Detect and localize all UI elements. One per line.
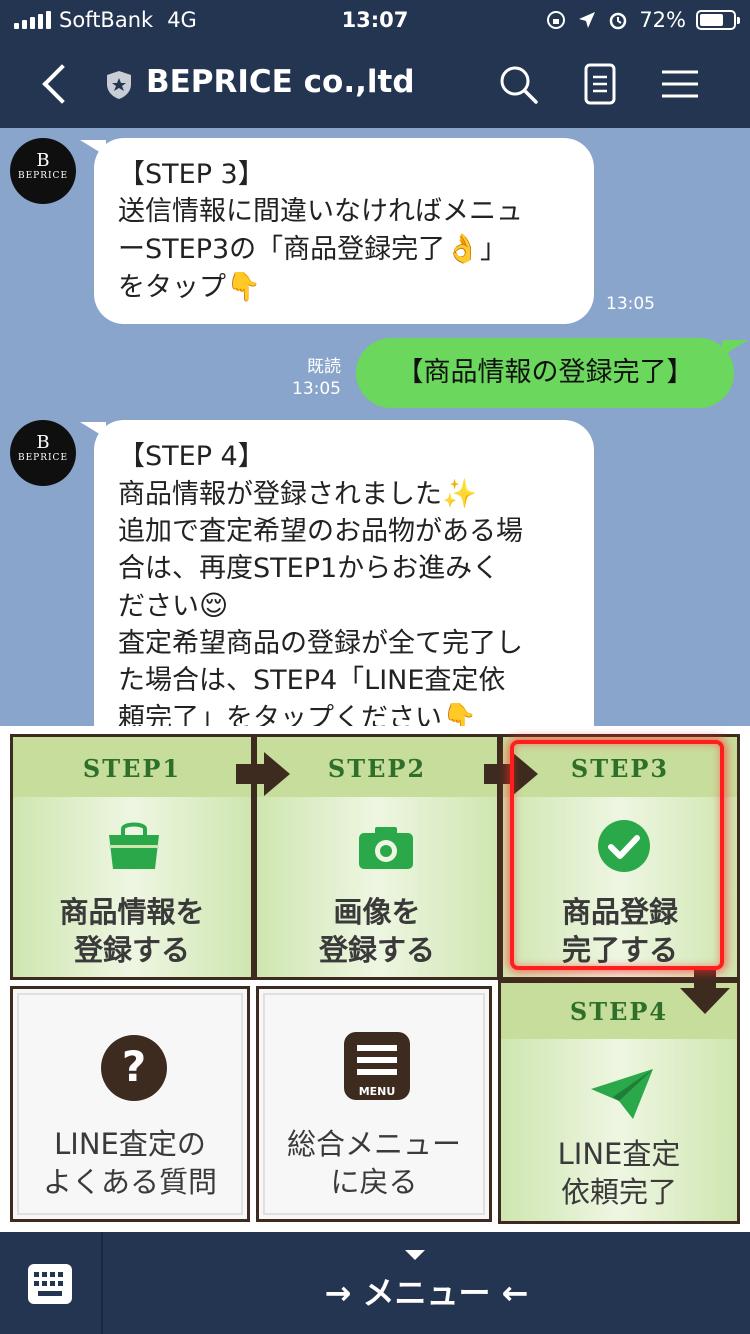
menu-icon	[344, 1032, 410, 1100]
line-appraisal-faq-button[interactable]: ? LINE査定の よくある質問	[10, 986, 250, 1222]
search-icon[interactable]	[496, 62, 540, 106]
camera-icon	[359, 827, 413, 869]
read-receipt: 既読 13:05	[292, 357, 341, 399]
point-down-emoji: 👇	[442, 701, 477, 726]
rich-menu: STEP1 商品情報を 登録する STEP2 画像を 登録する STEP3 商品…	[0, 726, 750, 1232]
bottom-bar: → メニュー ←	[0, 1232, 750, 1334]
ok-hand-emoji: 👌	[445, 232, 481, 265]
shield-icon	[107, 71, 131, 99]
sparkles-emoji: ✨	[442, 477, 477, 510]
step4-request-appraisal-button[interactable]: STEP4 LINE査定 依頼完了	[498, 980, 740, 1224]
keyboard-icon[interactable]	[28, 1264, 72, 1304]
menu-badge-label: MENU	[358, 1085, 396, 1098]
message-time: 13:05	[606, 294, 655, 314]
carrier-label: SoftBank	[59, 8, 154, 32]
notes-icon[interactable]	[578, 62, 622, 106]
step3-highlight-frame	[510, 740, 724, 970]
bag-icon	[109, 822, 159, 869]
step3-header: STEP3	[503, 737, 737, 797]
relieved-face-emoji: 😌	[199, 589, 229, 622]
step2-header: STEP2	[257, 737, 497, 797]
hamburger-menu-icon[interactable]	[658, 62, 702, 106]
check-circle-icon	[598, 820, 650, 872]
paper-plane-icon	[591, 1069, 653, 1119]
rich-menu-toggle[interactable]: → メニュー ←	[103, 1232, 750, 1334]
location-icon	[579, 12, 596, 28]
battery-percent: 72%	[639, 8, 686, 32]
battery-icon	[696, 10, 740, 30]
my-message-bubble[interactable]: 【商品情報の登録完了】	[356, 338, 748, 408]
message-bubble[interactable]: 【STEP 4】 商品情報が登録されました✨ 追加で査定希望のお品物がある場 合…	[80, 420, 594, 726]
back-icon[interactable]	[40, 64, 70, 104]
step1-header: STEP1	[13, 737, 251, 797]
nav-bar: BEPRICE co.,ltd	[0, 42, 750, 128]
arrow-down-icon	[680, 966, 730, 1014]
avatar[interactable]: B BEPRICE	[10, 138, 76, 204]
question-icon: ?	[101, 1035, 167, 1101]
alarm-icon	[610, 12, 627, 30]
clock: 13:07	[341, 8, 409, 32]
chat-area[interactable]: B BEPRICE 【STEP 3】 送信情報に間違いなければメニュ ーSTEP…	[0, 128, 750, 726]
step4-header: STEP4	[501, 983, 737, 1039]
message-bubble[interactable]: 【STEP 3】 送信情報に間違いなければメニュ ーSTEP3の「商品登録完了👌…	[80, 138, 594, 324]
svg-text:?: ?	[122, 1042, 146, 1091]
avatar[interactable]: B BEPRICE	[10, 420, 76, 486]
step2-register-image-button[interactable]: STEP2 画像を 登録する	[254, 734, 500, 980]
status-bar: SoftBank 4G 13:07 72%	[0, 0, 750, 42]
back-to-main-menu-button[interactable]: MENU 総合メニュー に戻る	[256, 986, 492, 1222]
divider	[101, 1232, 103, 1334]
menu-toggle-label: → メニュー ←	[324, 1274, 529, 1312]
rotation-lock-icon	[547, 11, 566, 29]
chevron-down-icon	[405, 1250, 425, 1260]
top-bar: SoftBank 4G 13:07 72% BEPRICE co.,ltd	[0, 0, 750, 128]
point-down-emoji: 👇	[226, 270, 261, 303]
step1-register-product-button[interactable]: STEP1 商品情報を 登録する	[10, 734, 254, 980]
chat-title: BEPRICE co.,ltd	[146, 64, 415, 100]
signal-icon	[14, 11, 51, 29]
arrow-right-icon	[236, 752, 290, 796]
step3-complete-registration-button[interactable]: STEP3 商品登録 完了する	[500, 734, 740, 980]
network-label: 4G	[167, 8, 197, 32]
